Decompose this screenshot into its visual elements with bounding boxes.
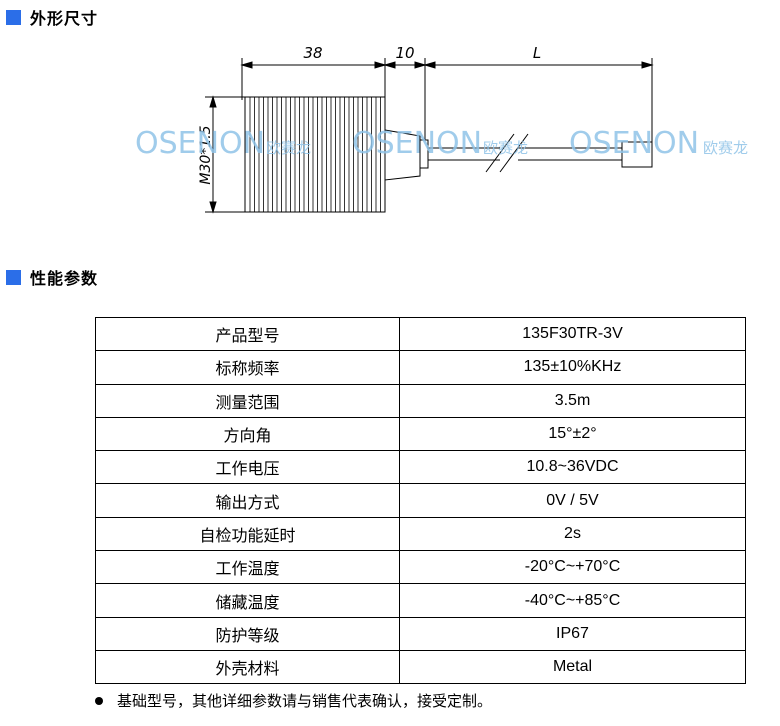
spec-row: 储藏温度-40°C~+85°C — [95, 583, 746, 618]
footnote-text: 基础型号，其他详细参数请与销售代表确认，接受定制。 — [117, 692, 493, 710]
spec-value-cell: 135F30TR-3V — [399, 316, 746, 352]
spec-param-cell: 外壳材料 — [95, 649, 400, 685]
dim-body-length-label: 38 — [303, 44, 322, 62]
spec-param-cell: 测量范围 — [95, 383, 400, 418]
spec-param-cell: 产品型号 — [95, 316, 400, 352]
section-marker-icon — [6, 9, 21, 25]
spec-param-cell: 工作温度 — [95, 550, 400, 585]
dimension-drawing: 38 10 L M30*1.5 OSENON 欧赛龙 OSENON 欧赛龙 OS… — [135, 44, 748, 214]
spec-value-cell: 15°±2° — [399, 416, 746, 452]
watermark-cn-2: 欧赛龙 — [483, 139, 528, 157]
footnote: 基础型号，其他详细参数请与销售代表确认，接受定制。 — [95, 690, 492, 711]
spec-value-cell: IP67 — [399, 616, 746, 651]
watermark-cn-3: 欧赛龙 — [703, 139, 748, 157]
watermark-brand-1: OSENON — [135, 126, 265, 161]
spec-value-cell: 135±10%KHz — [399, 350, 746, 385]
spec-value-cell: 10.8~36VDC — [399, 450, 746, 485]
section-marker-icon — [6, 269, 21, 285]
spec-param-cell: 工作电压 — [95, 450, 400, 485]
watermark-cn-1: 欧赛龙 — [266, 139, 311, 157]
watermark-brand-2: OSENON — [352, 126, 482, 161]
spec-row: 工作温度-20°C~+70°C — [95, 550, 746, 585]
performance-section-header: 性能参数 — [6, 265, 98, 289]
spec-param-cell: 输出方式 — [95, 483, 400, 518]
dim-taper-length-label: 10 — [395, 44, 414, 62]
spec-param-cell: 自检功能延时 — [95, 516, 400, 552]
spec-param-cell: 标称频率 — [95, 350, 400, 385]
performance-section-title: 性能参数 — [30, 269, 99, 288]
spec-value-cell: -20°C~+70°C — [399, 550, 746, 585]
spec-value-cell: -40°C~+85°C — [399, 583, 746, 618]
spec-value-cell: Metal — [399, 649, 746, 685]
spec-param-cell: 方向角 — [95, 416, 400, 452]
spec-value-cell: 0V / 5V — [399, 483, 746, 518]
dim-cable-length-label: L — [533, 44, 541, 62]
dimensions-section-title: 外形尺寸 — [30, 9, 99, 28]
dimensions-section-header: 外形尺寸 — [6, 5, 98, 29]
thread-size-label: M30*1.5 — [198, 125, 214, 184]
spec-value-cell: 3.5m — [399, 383, 746, 418]
watermark-brand-3: OSENON — [569, 126, 699, 161]
spec-param-cell: 防护等级 — [95, 616, 400, 651]
bullet-icon — [95, 696, 103, 705]
spec-value-cell: 2s — [399, 516, 746, 552]
spec-param-cell: 储藏温度 — [95, 583, 400, 618]
